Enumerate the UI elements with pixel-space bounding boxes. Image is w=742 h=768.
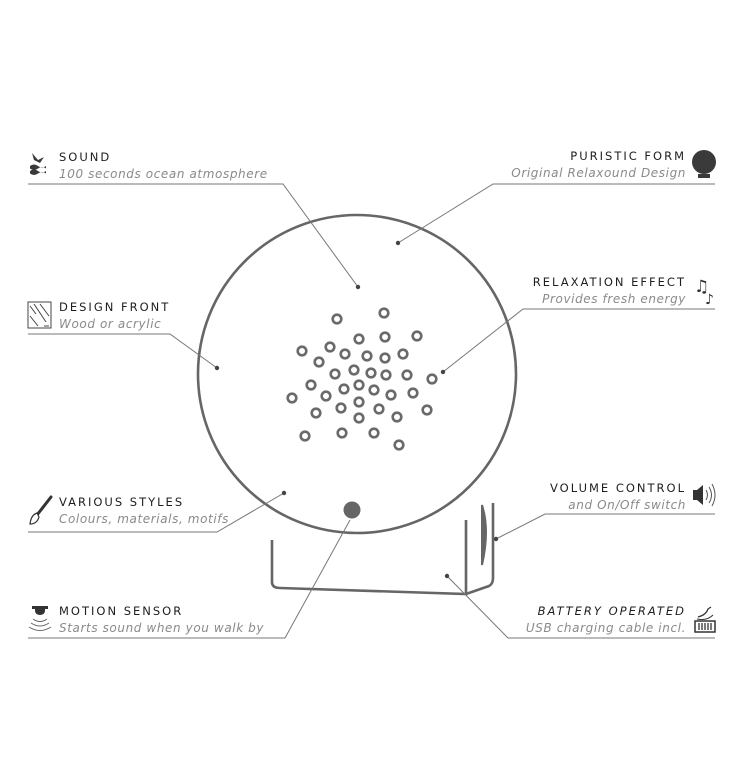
grille-hole <box>305 379 317 391</box>
grille-hole <box>380 369 392 381</box>
grille-hole <box>329 368 341 380</box>
feature-title: RELAXATION EFFECT <box>533 275 686 289</box>
grille-hole <box>368 384 380 396</box>
feature-subtitle: Colours, materials, motifs <box>59 512 229 526</box>
feature-subtitle: Wood or acrylic <box>59 317 161 331</box>
round-device-icon <box>692 150 716 178</box>
grille-hole <box>373 403 385 415</box>
grille-hole <box>348 364 360 376</box>
grille-hole <box>397 348 409 360</box>
grille-hole <box>361 350 373 362</box>
grille-hole <box>353 379 365 391</box>
grille-hole <box>411 330 423 342</box>
grille-hole <box>353 412 365 424</box>
grille-hole <box>407 387 419 399</box>
feature-title: MOTION SENSOR <box>59 604 183 618</box>
leader-sound <box>28 183 359 288</box>
leader-design-front <box>28 333 218 369</box>
grille-hole <box>335 402 347 414</box>
ocean-wave-bird-icon <box>30 153 46 175</box>
music-note-icon: ♪ <box>705 292 714 308</box>
feature-subtitle: and On/Off switch <box>568 498 686 512</box>
volume-slider <box>481 504 487 566</box>
grille-hole <box>310 407 322 419</box>
feature-title: DESIGN FRONT <box>59 300 170 314</box>
feature-title: SOUND <box>59 150 111 164</box>
device-side-panel <box>464 503 495 596</box>
feature-title: BATTERY OPERATED <box>538 604 686 618</box>
feature-subtitle: Starts sound when you walk by <box>59 621 264 635</box>
motion-sensor-icon <box>28 606 52 631</box>
feature-subtitle: 100 seconds ocean atmosphere <box>59 167 268 181</box>
grille-hole <box>379 331 391 343</box>
feature-subtitle: USB charging cable incl. <box>526 621 686 635</box>
leader-motion-sensor <box>28 519 351 639</box>
feature-motion-sensor: MOTION SENSOR Starts sound when you walk… <box>28 604 264 635</box>
leader-volume <box>495 513 715 540</box>
music-notes-icon: ♫ <box>694 277 709 297</box>
grille-hole <box>299 430 311 442</box>
grille-hole <box>385 389 397 401</box>
feature-relaxation-effect: ♫ ♪ RELAXATION EFFECT Provides fresh ene… <box>533 275 714 308</box>
feature-sound: SOUND 100 seconds ocean atmosphere <box>30 150 268 181</box>
grille-hole <box>353 333 365 345</box>
feature-various-styles: VARIOUS STYLES Colours, materials, motif… <box>29 495 229 526</box>
feature-puristic-form: PURISTIC FORM Original Relaxound Design <box>511 149 716 180</box>
grille-hole <box>401 369 413 381</box>
paintbrush-icon <box>29 495 53 525</box>
grille-hole <box>391 411 403 423</box>
grille-hole <box>379 352 391 364</box>
device-illustration <box>196 213 518 596</box>
speaker-grille <box>286 307 438 451</box>
hatched-panel-icon <box>27 301 52 329</box>
grille-hole <box>338 383 350 395</box>
feature-battery-operated: BATTERY OPERATED USB charging cable incl… <box>526 604 716 635</box>
feature-volume-control: VOLUME CONTROL and On/Off switch <box>550 481 716 512</box>
leader-puristic-form <box>397 183 715 244</box>
grille-hole <box>378 307 390 319</box>
motion-sensor-dot <box>343 501 361 519</box>
device-front-circle <box>196 213 518 535</box>
feature-design-front: DESIGN FRONT Wood or acrylic <box>27 300 170 331</box>
grille-hole <box>368 427 380 439</box>
grille-hole <box>331 313 343 325</box>
leader-relaxation <box>442 308 715 373</box>
grille-hole <box>353 396 365 408</box>
device-base <box>270 540 468 596</box>
battery-cable-icon <box>694 606 716 633</box>
grille-hole <box>365 367 377 379</box>
leader-lines <box>28 183 715 639</box>
grille-hole <box>324 341 336 353</box>
grille-hole <box>296 345 308 357</box>
feature-title: VARIOUS STYLES <box>59 495 184 509</box>
grille-hole <box>393 439 405 451</box>
grille-hole <box>336 427 348 439</box>
grille-hole <box>286 392 298 404</box>
leader-battery <box>446 575 715 639</box>
grille-hole <box>339 348 351 360</box>
grille-hole <box>426 373 438 385</box>
grille-hole <box>320 390 332 402</box>
feature-title: VOLUME CONTROL <box>550 481 686 495</box>
feature-title: PURISTIC FORM <box>570 149 686 163</box>
leader-various-styles <box>28 492 285 533</box>
speaker-icon <box>693 483 716 507</box>
feature-subtitle: Provides fresh energy <box>542 292 686 306</box>
feature-subtitle: Original Relaxound Design <box>511 166 686 180</box>
grille-hole <box>421 404 433 416</box>
grille-hole <box>313 356 325 368</box>
